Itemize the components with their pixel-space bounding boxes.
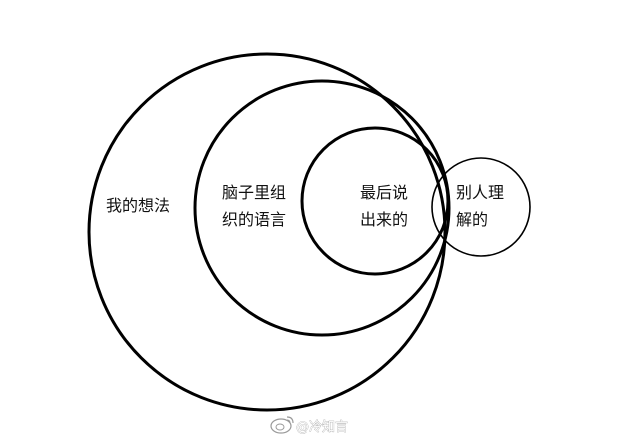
label-what-others-understand-line1: 别人理 xyxy=(456,183,504,202)
label-what-is-said-line2: 出来的 xyxy=(360,210,408,229)
circle-my-thoughts xyxy=(87,52,447,412)
circle-what-others-understand xyxy=(431,157,531,257)
label-what-is-said-line1: 最后说 xyxy=(360,183,408,202)
label-my-thoughts: 我的想法 xyxy=(106,196,170,215)
circle-what-is-said xyxy=(300,126,450,276)
watermark: @冷知言 xyxy=(270,416,348,435)
weibo-logo-icon xyxy=(270,416,294,434)
watermark-text: @冷知言 xyxy=(296,419,348,435)
circle-organized-language xyxy=(193,79,451,337)
label-organized-language-line1: 脑子里组 xyxy=(222,183,286,202)
label-organized-language-line2: 织的语言 xyxy=(222,210,286,229)
label-what-others-understand-line2: 解的 xyxy=(456,210,488,229)
